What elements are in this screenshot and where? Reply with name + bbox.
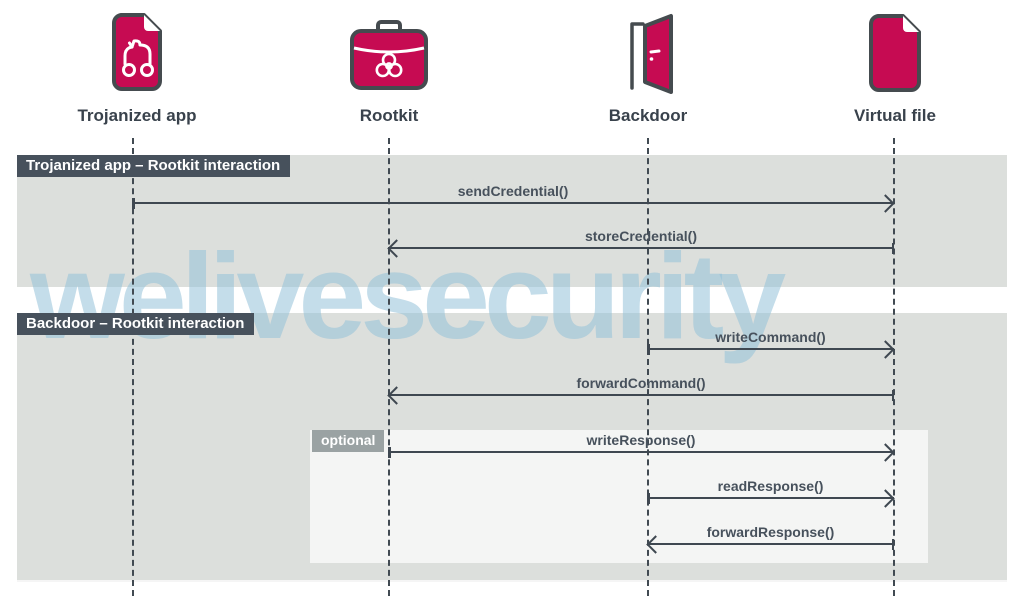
lifeline-virtual-file	[893, 138, 895, 596]
actor-label-trojanized-app: Trojanized app	[77, 106, 197, 125]
message-arrow	[647, 493, 894, 504]
lifeline-trojanized-app	[132, 138, 134, 596]
open-door-icon	[630, 14, 673, 94]
message-label: writeCommand()	[715, 329, 826, 345]
message-arrow	[388, 243, 894, 254]
actor-label-virtual-file: Virtual file	[854, 106, 936, 125]
actor-label-rootkit: Rootkit	[359, 106, 419, 125]
message-label: storeCredential()	[584, 228, 698, 244]
message-read-response: readResponse()	[647, 478, 894, 504]
message-store-credential: storeCredential()	[388, 228, 894, 254]
watermark-text: welivesecurity	[30, 228, 786, 364]
message-send-credential: sendCredential()	[132, 183, 894, 209]
section-title-backdoor-rootkit: Backdoor – Rootkit interaction	[17, 313, 255, 335]
optional-fragment-label: optional	[312, 430, 385, 452]
trojan-horse-file-icon	[112, 13, 162, 91]
message-arrow	[132, 198, 894, 209]
message-label: writeResponse()	[586, 432, 696, 448]
message-label: forwardResponse()	[706, 524, 835, 540]
message-arrow	[647, 539, 894, 550]
lifeline-rootkit	[388, 138, 390, 596]
message-label: sendCredential()	[457, 183, 569, 199]
message-arrow	[647, 344, 894, 355]
actor-label-backdoor: Backdoor	[608, 106, 688, 125]
document-file-icon	[869, 14, 921, 92]
message-forward-response: forwardResponse()	[647, 524, 894, 550]
section-band-trojanized-rootkit	[17, 155, 1007, 287]
message-write-command: writeCommand()	[647, 329, 894, 355]
message-forward-command: forwardCommand()	[388, 375, 894, 401]
message-arrow	[388, 390, 894, 401]
lifeline-backdoor	[647, 138, 649, 596]
section-title-trojanized-rootkit: Trojanized app – Rootkit interaction	[17, 155, 291, 177]
message-write-response: writeResponse()	[388, 432, 894, 458]
message-arrow	[388, 447, 894, 458]
message-label: forwardCommand()	[576, 375, 706, 391]
message-label: readResponse()	[717, 478, 824, 494]
briefcase-biohazard-icon	[350, 20, 428, 90]
